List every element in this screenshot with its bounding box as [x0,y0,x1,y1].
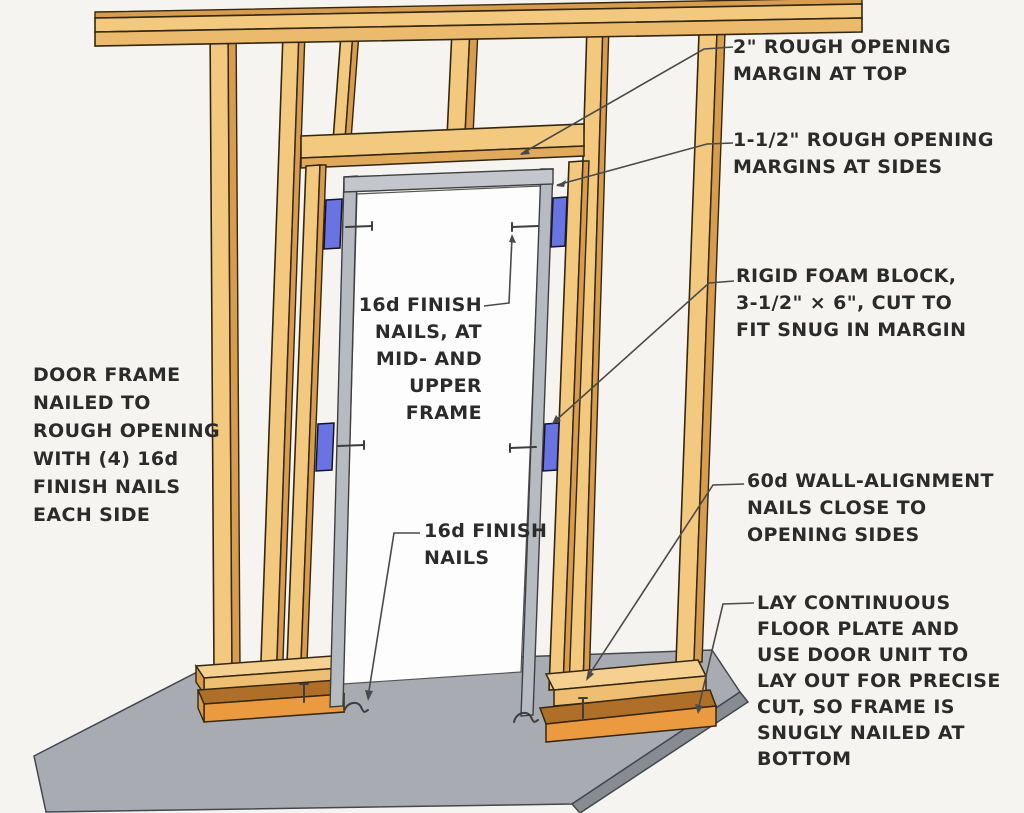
annotation-nails-bottom: 16d FINISH NAILS [424,520,548,569]
annotation-door-frame-nailing: DOOR FRAME NAILED TO ROUGH OPENING WITH … [33,364,221,526]
annotation-side-margins: 1-1/2" ROUGH OPENING MARGINS AT SIDES [733,129,994,178]
foam-block-mid-left [315,422,335,472]
finish-nail-mid-right [509,443,537,453]
header-beam [300,123,585,169]
leader-alignment-nails [586,483,745,679]
leader-nails-bottom [367,532,420,698]
leader-top-margin [520,46,734,155]
curled-nail-right-jamb-foot [513,711,539,723]
curled-nail-left-jamb-foot [343,701,369,713]
trimmer-studs [285,160,590,691]
leader-floor-plate [697,602,755,711]
left-outer-stud [209,16,241,673]
finish-nail-upper-right [511,222,539,232]
door-unit [329,168,554,717]
annotation-foam-block: RIGID FOAM BLOCK, 3-1/2" × 6", CUT TO FI… [736,265,967,341]
leader-nails-mid-upper [483,236,513,307]
leader-foam-block [552,280,735,424]
finish-nail-upper-left [345,221,373,231]
leader-side-margins [556,142,734,186]
foam-block-upper-right [550,196,568,248]
leader-lines [365,46,755,714]
annotation-floor-plate: LAY CONTINUOUS FLOOR PLATE AND USE DOOR … [757,592,1001,770]
wall-alignment-nail-left [299,683,309,703]
annotation-top-margin: 2" ROUGH OPENING MARGIN AT TOP [733,36,951,85]
foam-blocks [315,196,568,472]
foam-block-mid-right [542,422,560,472]
left-floor-plates [194,655,346,723]
head-jamb [343,168,554,193]
top-plate [94,0,863,47]
far-right-stud [675,4,727,664]
cripple-stud-left [332,32,360,142]
annotation-nails-mid-upper: 16d FINISH NAILS, AT MID- AND UPPER FRAM… [358,294,482,424]
annotation-alignment-nails: 60d WALL-ALIGNMENT NAILS CLOSE TO OPENIN… [747,470,994,546]
finish-nail-mid-left [337,440,365,450]
nails [299,221,588,723]
cripple-stud-mid [446,28,479,138]
foam-block-upper-left [323,198,343,250]
wall-alignment-nail-right [578,697,588,719]
